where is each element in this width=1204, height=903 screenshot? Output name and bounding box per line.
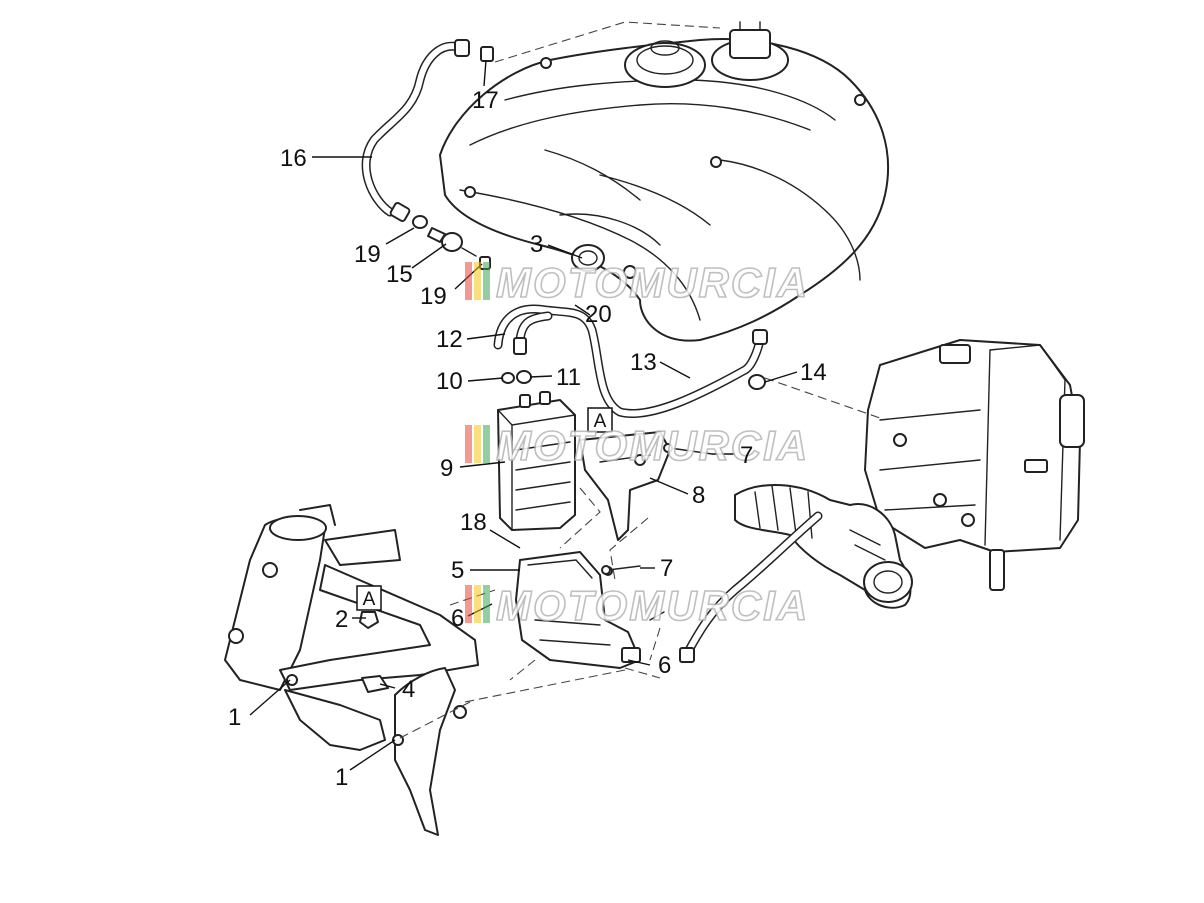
canister-bracket (579, 431, 671, 541)
callout-19: 19 (354, 241, 381, 268)
reference-letter: A (363, 589, 376, 610)
watermark: MOTOMURCIA (465, 258, 809, 307)
watermark: MOTOMURCIA (465, 581, 809, 630)
callout-1: 1 (335, 764, 348, 791)
callout-14: 14 (800, 359, 827, 386)
assembly-guide-lines (399, 21, 881, 739)
callout-15: 15 (386, 261, 413, 288)
frame-fasteners (359, 611, 389, 693)
reference-letter: A (594, 411, 607, 432)
callout-6: 6 (451, 605, 464, 632)
callout-8: 8 (692, 482, 705, 509)
callout-13: 13 (630, 349, 657, 376)
callout-12: 12 (436, 326, 463, 353)
callout-20: 20 (585, 301, 612, 328)
svg-text:MOTOMURCIA: MOTOMURCIA (496, 422, 809, 469)
screws (601, 443, 713, 621)
fuel-tank (439, 21, 889, 342)
watermark: MOTOMURCIA (465, 421, 809, 470)
callout-2: 2 (335, 606, 348, 633)
callout-10: 10 (436, 368, 463, 395)
callout-11: 11 (556, 364, 581, 391)
svg-text:MOTOMURCIA: MOTOMURCIA (496, 259, 809, 306)
callout-3: 3 (530, 231, 543, 258)
air-filter-box (864, 339, 1085, 591)
intake-duct (679, 483, 913, 663)
callout-5: 5 (451, 557, 464, 584)
callout-1: 1 (228, 704, 241, 731)
callout-17: 17 (472, 87, 499, 114)
hose-clamp (571, 244, 605, 272)
carbon-canister (497, 391, 576, 531)
canister-holder (515, 551, 641, 669)
callout-6: 6 (658, 652, 671, 679)
svg-text:MOTOMURCIA: MOTOMURCIA (496, 582, 809, 629)
callout-19: 19 (420, 283, 447, 310)
reference-mark-bracket: A (587, 407, 613, 433)
callout-7: 7 (660, 555, 673, 582)
callout-7: 7 (740, 442, 753, 469)
callout-9: 9 (440, 455, 453, 482)
callout-4: 4 (402, 676, 415, 703)
callout-16: 16 (280, 145, 307, 172)
reference-mark-frame: A (356, 585, 382, 611)
callout-labels: 1 1 2 3 4 5 6 6 7 7 8 9 10 11 12 13 14 1… (228, 87, 827, 791)
scooter-frame (224, 504, 479, 836)
callout-18: 18 (460, 509, 487, 536)
